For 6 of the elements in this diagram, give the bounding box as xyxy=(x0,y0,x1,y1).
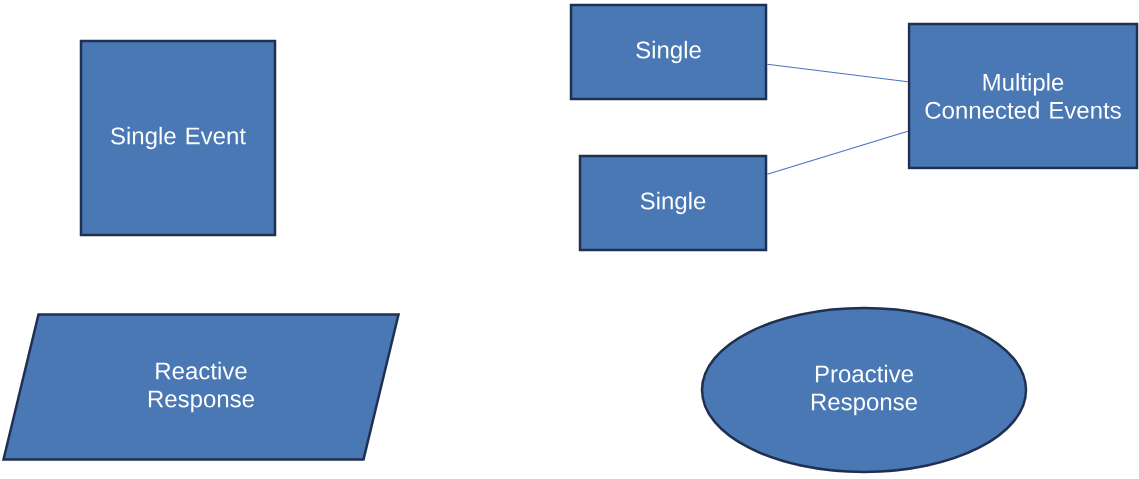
connector-line xyxy=(766,63,909,83)
process-box: Single xyxy=(578,154,768,252)
connector-line xyxy=(766,130,909,175)
process-box: Single xyxy=(569,3,768,101)
process-box: Single Event xyxy=(79,39,277,237)
process-box: Multiple Connected Events xyxy=(907,22,1139,170)
